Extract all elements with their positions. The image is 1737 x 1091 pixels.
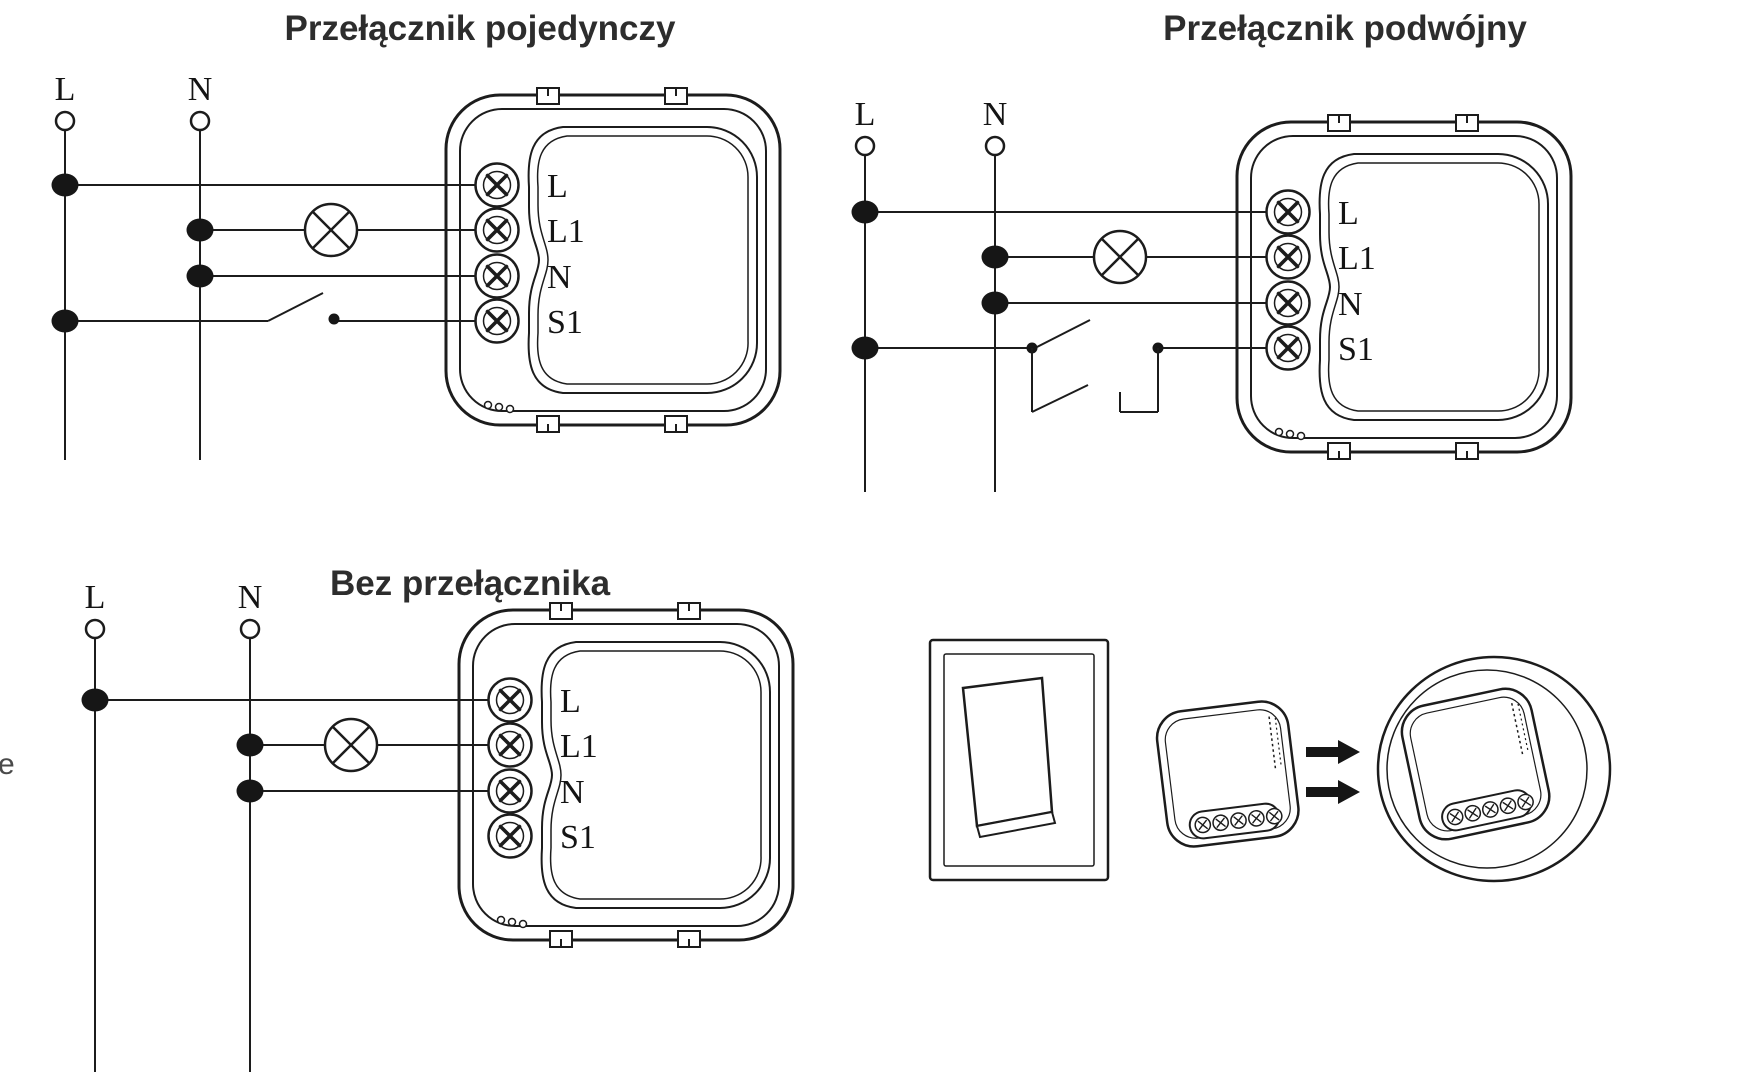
junction-dots bbox=[81, 688, 264, 803]
insert-arrows bbox=[1306, 740, 1360, 804]
switch-symbol bbox=[267, 292, 340, 325]
supply-label-neutral: N bbox=[983, 96, 1008, 133]
terminal-label-l1: L1 bbox=[547, 213, 585, 250]
cropped-edge-text: e bbox=[0, 748, 15, 781]
supply-lines bbox=[84, 618, 261, 1072]
relay-module-small bbox=[1154, 698, 1302, 849]
round-mounting-box bbox=[1376, 655, 1612, 883]
terminal-label-s1: S1 bbox=[560, 819, 596, 856]
diagram-double-switch: Przełącznik podwójny L N bbox=[851, 9, 1572, 492]
terminal-labels: L L1 N S1 bbox=[547, 168, 585, 341]
terminal-label-l1: L1 bbox=[560, 728, 598, 765]
relay-module bbox=[1237, 115, 1571, 459]
supply-label-neutral: N bbox=[188, 71, 213, 108]
relay-module bbox=[459, 603, 793, 947]
terminal-labels: L L1 N S1 bbox=[560, 683, 598, 856]
arrow-right-icon bbox=[1306, 740, 1360, 764]
terminal-labels: L L1 N S1 bbox=[1338, 195, 1376, 368]
terminal-label-s1: S1 bbox=[1338, 331, 1374, 368]
terminal-label-l1: L1 bbox=[1338, 240, 1376, 277]
supply-label-neutral: N bbox=[238, 579, 263, 616]
wires bbox=[65, 184, 476, 322]
junction-dots bbox=[851, 200, 1009, 360]
terminal-label-n: N bbox=[1338, 286, 1363, 323]
lamp-symbol bbox=[1092, 229, 1148, 285]
supply-lines bbox=[54, 110, 211, 460]
diagram-title: Przełącznik pojedynczy bbox=[285, 9, 677, 48]
terminal-label-n: N bbox=[547, 259, 572, 296]
two-way-switch-symbol bbox=[1026, 319, 1164, 413]
terminal-label-s1: S1 bbox=[547, 304, 583, 341]
terminal-label-n: N bbox=[560, 774, 585, 811]
terminal-label-l: L bbox=[547, 168, 568, 205]
terminal-label-l: L bbox=[560, 683, 581, 720]
arrow-right-icon bbox=[1306, 780, 1360, 804]
installation-illustration bbox=[928, 638, 1612, 883]
wires bbox=[865, 211, 1266, 349]
relay-module-in-box bbox=[1397, 684, 1554, 844]
supply-label-live: L bbox=[85, 579, 106, 616]
lamp-symbol bbox=[323, 717, 379, 773]
terminal-label-l: L bbox=[1338, 195, 1359, 232]
supply-label-live: L bbox=[55, 71, 76, 108]
diagram-no-switch: Bez przełącznika L N L L1 N S1 bbox=[81, 564, 794, 1072]
supply-label-live: L bbox=[855, 96, 876, 133]
rocker bbox=[961, 676, 1054, 828]
diagram-title: Bez przełącznika bbox=[330, 564, 611, 603]
diagram-title: Przełącznik podwójny bbox=[1163, 9, 1527, 48]
wall-switch bbox=[928, 638, 1110, 882]
wires bbox=[95, 699, 489, 792]
junction-dots bbox=[51, 173, 214, 333]
relay-module bbox=[446, 88, 780, 432]
supply-lines bbox=[854, 135, 1006, 492]
diagram-single-switch: Przełącznik pojedynczy L N bbox=[51, 9, 781, 460]
lamp-symbol bbox=[303, 202, 359, 258]
